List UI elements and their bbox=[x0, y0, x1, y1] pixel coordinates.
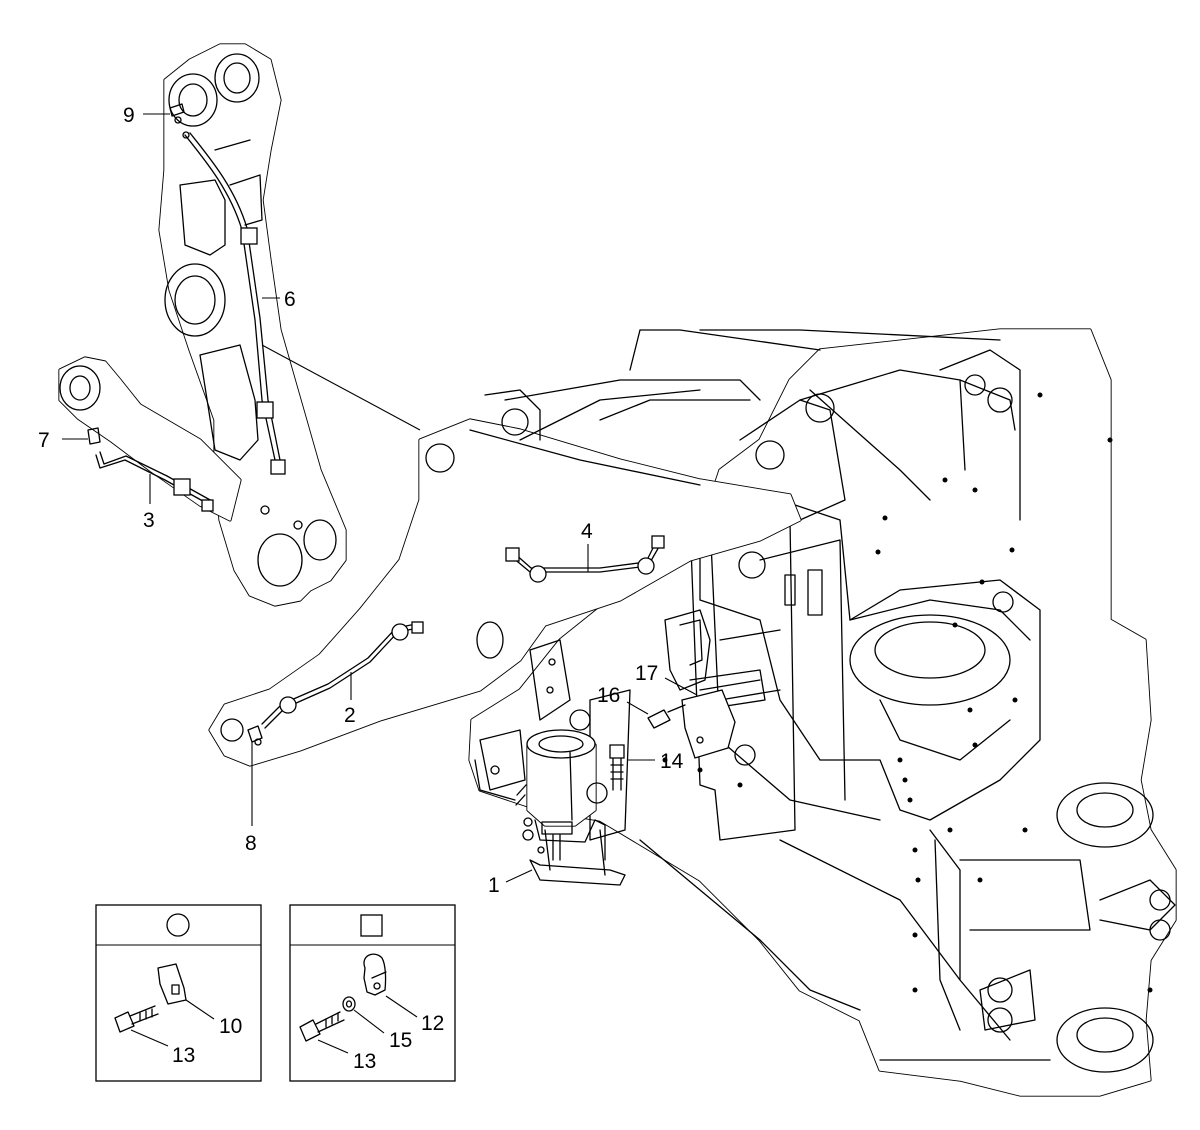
bolt-16 bbox=[647, 704, 686, 729]
hose-3 bbox=[95, 451, 214, 512]
hose-4 bbox=[505, 535, 665, 583]
callout-10: 10 bbox=[219, 1015, 242, 1038]
callout-6: 6 bbox=[284, 288, 296, 311]
round-clip-icon bbox=[529, 565, 547, 583]
dotted-circle-icon bbox=[166, 913, 190, 937]
pump-mount-plate bbox=[474, 639, 631, 886]
square-clamp-icon bbox=[173, 478, 191, 496]
hose-6 bbox=[182, 131, 286, 475]
hose-end-fitting bbox=[505, 547, 520, 562]
callout-12: 12 bbox=[421, 1012, 444, 1035]
bucket-linkage-bracket bbox=[158, 43, 347, 607]
legend-square-clamp-kit bbox=[289, 904, 456, 1082]
callout-9: 9 bbox=[123, 104, 135, 127]
round-clip-icon bbox=[637, 557, 655, 575]
hose-end-fitting bbox=[411, 621, 424, 634]
callout-17: 17 bbox=[635, 662, 658, 685]
callout-8: 8 bbox=[245, 832, 257, 855]
fitting-9 bbox=[169, 103, 185, 124]
round-clip-icon bbox=[279, 696, 297, 714]
loader-boom-arm bbox=[208, 329, 1001, 767]
lubrication-pump-unit bbox=[515, 729, 608, 861]
square-clamp-icon bbox=[256, 401, 274, 419]
round-clip-icon bbox=[391, 623, 409, 641]
callout-15: 15 bbox=[389, 1029, 412, 1052]
machine-front-frame bbox=[468, 328, 1177, 1097]
hose-end-fitting bbox=[201, 499, 214, 512]
callout-labels: 9 6 7 3 4 2 8 1 14 16 17 10 13 12 15 13 bbox=[38, 104, 684, 1073]
cover-plate-17 bbox=[681, 689, 736, 759]
hose-2 bbox=[261, 621, 424, 729]
dotted-square-icon bbox=[360, 914, 383, 937]
legend-round-clip-kit bbox=[95, 904, 262, 1082]
callout-14: 14 bbox=[660, 750, 684, 773]
fitting-14 bbox=[609, 744, 625, 791]
fitting-7 bbox=[87, 427, 101, 445]
callout-2: 2 bbox=[344, 704, 356, 727]
fitting-8 bbox=[247, 725, 263, 746]
callout-16: 16 bbox=[597, 684, 620, 707]
callout-3: 3 bbox=[143, 509, 155, 532]
frame-rivets bbox=[662, 392, 1153, 993]
callout-1: 1 bbox=[488, 874, 500, 897]
callout-13-square-kit: 13 bbox=[353, 1050, 376, 1073]
square-clamp-icon bbox=[240, 227, 258, 245]
bracket-plate bbox=[664, 609, 766, 711]
hose-end-fitting bbox=[270, 459, 286, 475]
callout-4: 4 bbox=[581, 520, 593, 543]
leader-lines bbox=[62, 113, 698, 1054]
callout-13-round-kit: 13 bbox=[172, 1044, 195, 1067]
hose-end-fitting bbox=[651, 535, 665, 549]
callout-7: 7 bbox=[38, 429, 50, 452]
tilt-lever-arm bbox=[58, 356, 242, 522]
